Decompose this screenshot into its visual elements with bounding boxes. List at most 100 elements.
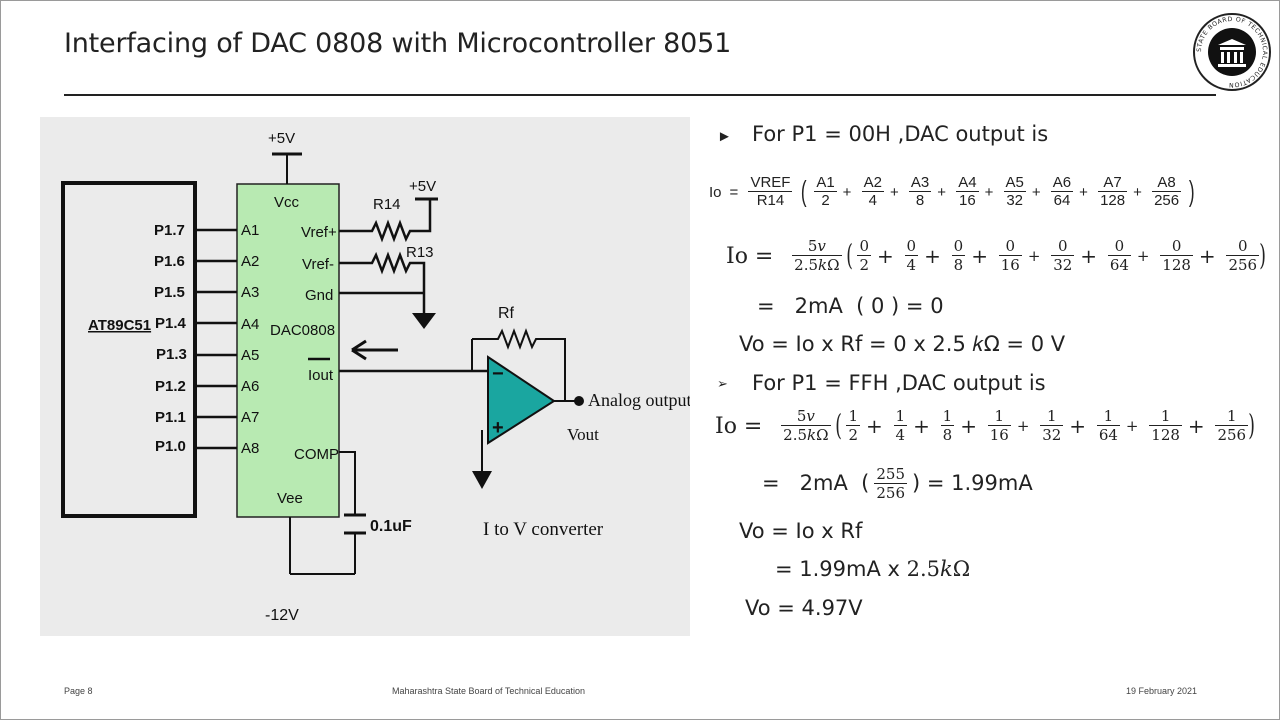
- term-num: 0: [857, 237, 871, 257]
- dac-a7: A7: [241, 409, 259, 426]
- term-den: 16: [1000, 256, 1020, 275]
- term-num: 1: [1215, 407, 1249, 427]
- result-prefix: = 2mA (: [762, 471, 870, 496]
- formula-bit-num: A7: [1098, 174, 1128, 193]
- term-num: 1: [1149, 407, 1182, 427]
- slide-title: Interfacing of DAC 0808 with Microcontro…: [64, 28, 732, 59]
- formula-r14: R14: [756, 192, 785, 210]
- term-num: 0: [998, 237, 1022, 257]
- term-num: 0: [1160, 237, 1193, 257]
- formula-vref: VREF: [748, 174, 793, 193]
- result-suffix: ) = 1.99mA: [912, 471, 1033, 496]
- case1-vo: Vo = Io x Rf = 0 x 2.5 𝑘Ω = 0 V: [739, 332, 1066, 356]
- msbte-logo: STATE BOARD OF TECHNICAL EDUCATION: [1193, 13, 1271, 91]
- formula-bit-den: 64: [1053, 192, 1071, 210]
- footer-date: 19 February 2021: [1126, 686, 1198, 696]
- dac-name: DAC0808: [270, 322, 335, 339]
- formula-bit-den: 32: [1006, 192, 1024, 210]
- case1-heading: For P1 = 00H ,DAC output is: [752, 122, 1049, 146]
- term-den: 8: [953, 256, 964, 275]
- term-num: 0: [904, 237, 919, 257]
- bullet-chevron-icon: ➢: [717, 376, 728, 391]
- case2-vo1: Vo = Io x Rf: [739, 519, 863, 543]
- term-den: 4: [906, 256, 917, 275]
- io-label: Io =: [726, 243, 774, 269]
- term-num: 1: [1096, 407, 1120, 427]
- formula-bit-num: A8: [1152, 174, 1182, 193]
- term-den: 16: [989, 426, 1009, 445]
- term-den: 64: [1098, 426, 1118, 445]
- pin-p11: P1.1: [155, 409, 186, 426]
- formula-bit-den: 8: [915, 192, 925, 210]
- term-den: 8: [942, 426, 953, 445]
- dac-a1: A1: [241, 222, 259, 239]
- opamp-plus: +: [492, 417, 504, 439]
- case2-vo2: = 1.99mA x 2.5𝑘Ω: [775, 557, 970, 581]
- formula-bit-den: 2: [821, 192, 830, 210]
- dac-a6: A6: [241, 378, 259, 395]
- case2-vo3: Vo = 4.97V: [745, 596, 863, 620]
- formula-bit-den: 4: [868, 192, 877, 210]
- term-den: 32: [1042, 426, 1062, 445]
- term-num: 0: [1051, 237, 1075, 257]
- dac-a5: A5: [241, 347, 259, 364]
- io-label: Io =: [715, 413, 763, 439]
- term-num: 0: [1107, 237, 1131, 257]
- result-den: 256: [876, 484, 905, 503]
- term-num: 1: [846, 407, 860, 427]
- five-v: 5𝑣: [781, 407, 831, 427]
- term-den: 64: [1109, 256, 1129, 275]
- dac-vee: Vee: [277, 490, 303, 507]
- mcu-label: AT89C51: [88, 317, 151, 334]
- mcu-box: [61, 181, 197, 518]
- formula-bit-num: A5: [1003, 174, 1026, 193]
- term-den: 2: [859, 256, 869, 275]
- term-den: 4: [895, 426, 906, 445]
- term-den: 256: [1217, 426, 1247, 445]
- result-num: 255: [874, 465, 907, 485]
- case1-result: = 2mA ( 0 ) = 0: [757, 294, 944, 318]
- opamp-minus: −: [492, 363, 504, 385]
- term-den: 128: [1151, 426, 1180, 445]
- formula-bit-den: 256: [1154, 192, 1180, 210]
- dac-vcc: Vcc: [274, 194, 300, 211]
- resistor-rf: Rf: [498, 305, 515, 322]
- term-den: 2: [848, 426, 858, 445]
- pin-p16: P1.6: [154, 253, 185, 270]
- formula-eq: =: [729, 183, 739, 201]
- footer-page: Page 8: [64, 686, 93, 696]
- formula-bit-den: 16: [959, 192, 976, 210]
- term-den: 32: [1053, 256, 1073, 275]
- formula-bit-num: A3: [908, 174, 932, 193]
- pin-p10: P1.0: [155, 438, 186, 455]
- term-num: 0: [1226, 237, 1260, 257]
- term-num: 1: [1040, 407, 1064, 427]
- term-num: 1: [893, 407, 908, 427]
- term-den: 128: [1162, 256, 1191, 275]
- pin-p15: P1.5: [154, 284, 185, 301]
- dac-iout: Iout: [308, 367, 334, 384]
- dac-a2: A2: [241, 253, 259, 270]
- formula-bit-num: A2: [861, 174, 884, 193]
- term-den: 256: [1228, 256, 1258, 275]
- resistance: 2.5𝑘Ω: [794, 256, 840, 275]
- supply-minus12v: -12V: [265, 607, 299, 624]
- vo2-res: 2.5𝑘Ω: [906, 557, 971, 581]
- pin-p14: P1.4: [155, 315, 187, 332]
- case2-heading: For P1 = FFH ,DAC output is: [752, 371, 1046, 395]
- dac-a4: A4: [241, 316, 259, 333]
- op-amp: [487, 355, 556, 445]
- dac-interface-circuit: AT89C51 P1.7 P1.6 P1.5 P1.4 P1.3 P1.2 P1…: [40, 117, 690, 636]
- formula-bit-num: A1: [814, 174, 837, 193]
- analog-output-label: Analog output: [588, 390, 690, 410]
- pin-p13: P1.3: [156, 346, 187, 363]
- supply-5v-right: +5V: [409, 178, 436, 195]
- resistance: 2.5𝑘Ω: [783, 426, 829, 445]
- supply-5v-top: +5V: [268, 130, 295, 147]
- dac-gnd: Gnd: [305, 287, 333, 304]
- dac-a8: A8: [241, 440, 259, 457]
